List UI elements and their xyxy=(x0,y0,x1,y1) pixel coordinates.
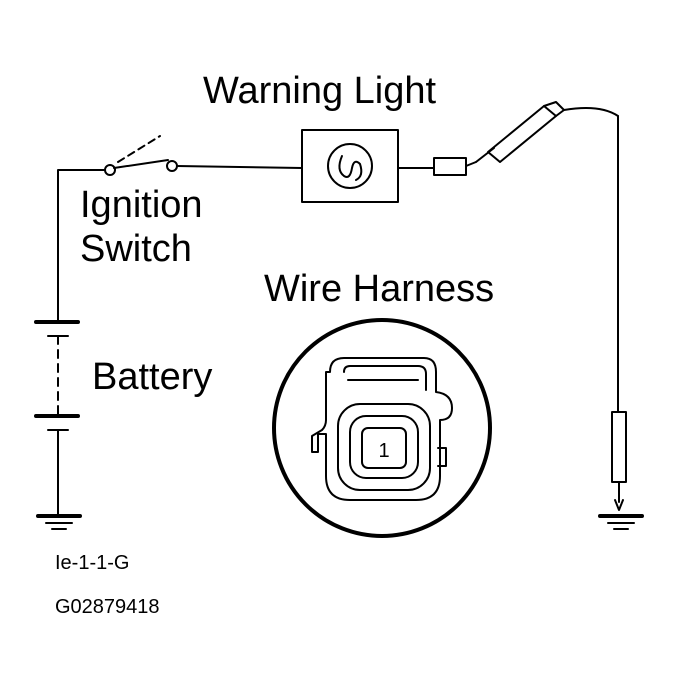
wire-switch-to-light xyxy=(176,165,303,169)
ignition-switch-label-line2: Switch xyxy=(80,228,192,270)
warning-light-label: Warning Light xyxy=(203,70,437,112)
ground-right xyxy=(598,514,644,530)
battery-label: Battery xyxy=(92,356,213,398)
ground-left xyxy=(36,514,82,530)
warning-light-symbol xyxy=(301,129,399,203)
ignition-switch-label-line1: Ignition xyxy=(80,184,203,226)
wire-harness-label: Wire Harness xyxy=(264,268,495,310)
wire-left xyxy=(57,169,105,323)
wire-harness-connector xyxy=(272,318,492,538)
harness-pin-number: 1 xyxy=(378,440,389,462)
figure-code-label: Ie-1-1-G xyxy=(55,552,130,574)
battery-symbol xyxy=(34,320,80,515)
test-probe-upper xyxy=(475,101,619,163)
test-probe-lower xyxy=(611,411,627,511)
figure-id-label: G02879418 xyxy=(55,596,160,618)
ignition-switch-symbol xyxy=(104,135,178,176)
connector-plug xyxy=(433,157,467,176)
wire-connector-to-probe xyxy=(465,161,477,167)
